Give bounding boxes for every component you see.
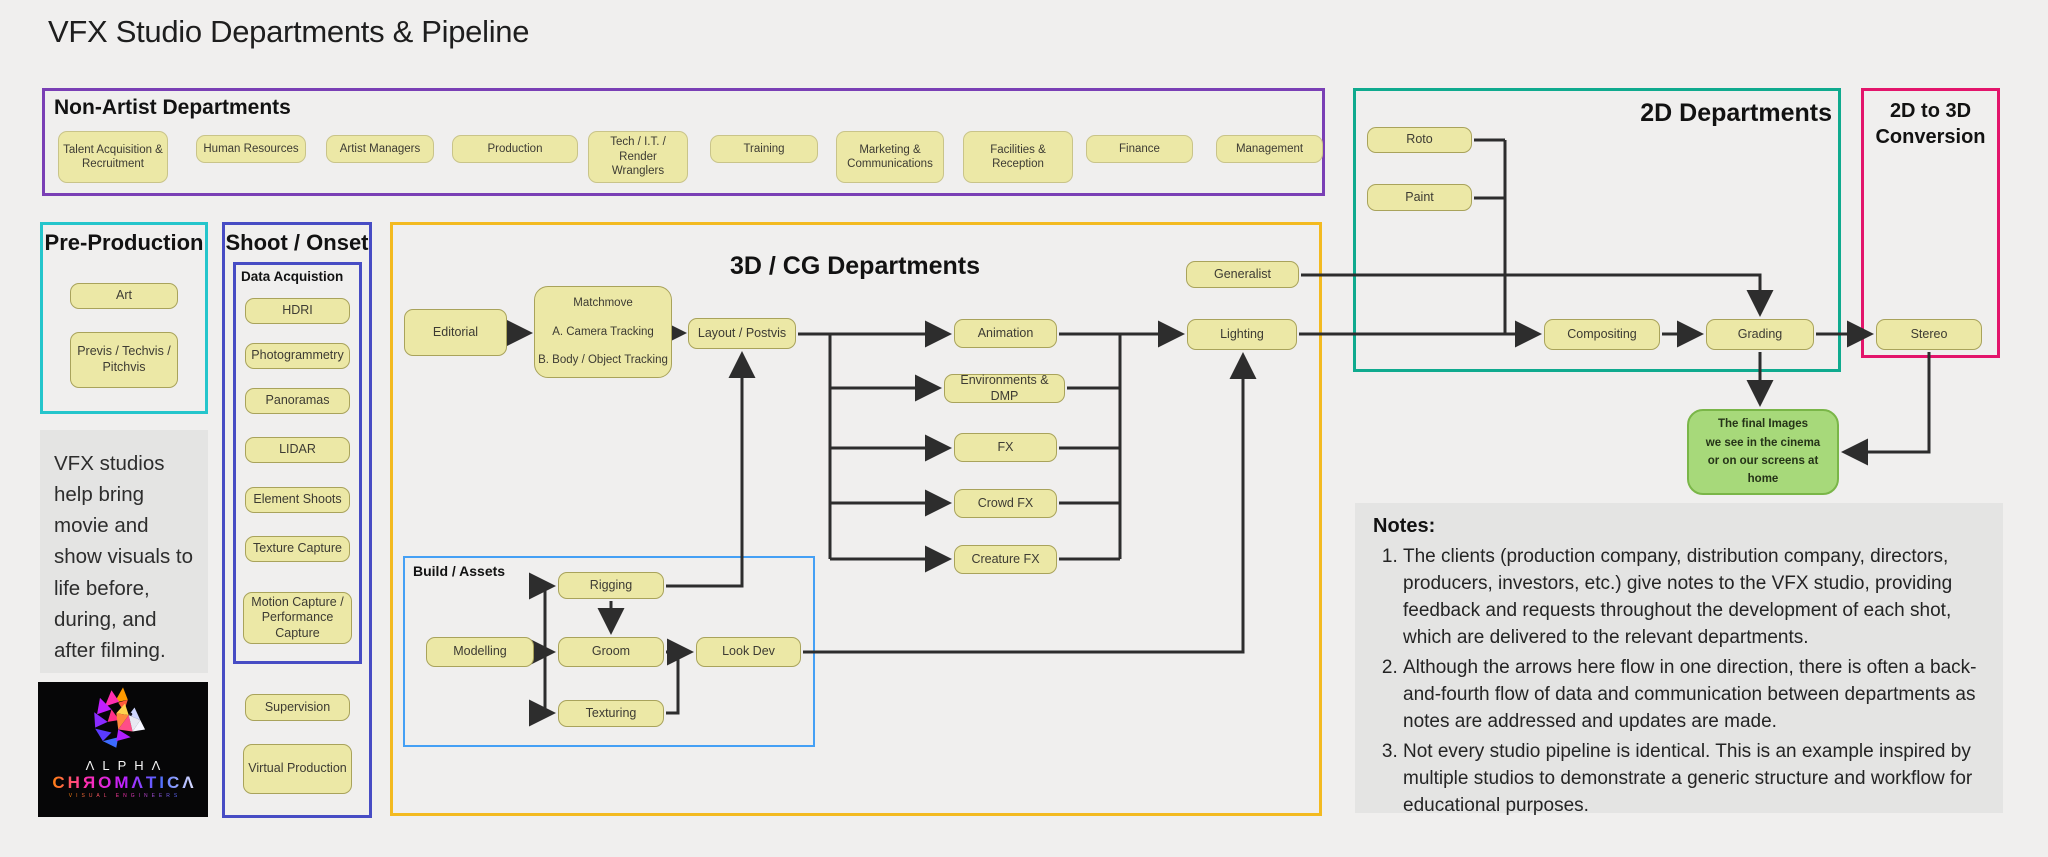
final-images-line3: or on our screens at home — [1707, 455, 1819, 486]
final-images-line2: we see in the cinema — [1705, 436, 1821, 449]
dept-2d-box — [1353, 88, 1841, 372]
node-roto: Roto — [1367, 127, 1472, 153]
dept-artist-managers: Artist Managers — [326, 135, 434, 163]
node-paint: Paint — [1367, 184, 1472, 211]
logo-alpha-text: ΛLPHΛ — [85, 758, 169, 773]
node-modelling: Modelling — [426, 637, 534, 667]
node-environments-dmp: Environments & DMP — [944, 373, 1065, 403]
node-generalist: Generalist — [1186, 261, 1299, 288]
dept-talent-acquisition: Talent Acquisition & Recruitment — [58, 131, 168, 183]
conv-2d3d-title-line1: 2D to 3D — [1889, 100, 1972, 122]
node-lidar: LIDAR — [245, 437, 350, 463]
note-item-2: Although the arrows here flow in one dir… — [1403, 655, 1985, 736]
node-supervision: Supervision — [245, 694, 350, 721]
pre-production-box — [40, 222, 208, 414]
node-animation: Animation — [954, 319, 1057, 348]
node-hdri: HDRI — [245, 298, 350, 324]
node-lighting: Lighting — [1187, 319, 1297, 350]
node-crowd-fx: Crowd FX — [954, 489, 1057, 518]
non-artist-departments-box — [42, 88, 1325, 196]
node-panoramas: Panoramas — [245, 388, 350, 414]
node-rigging: Rigging — [558, 572, 664, 599]
dept-marketing: Marketing & Communications — [836, 131, 944, 183]
cg-3d-departments-title: 3D / CG Departments — [729, 252, 981, 280]
matchmove-camera-tracking: A. Camera Tracking — [552, 325, 654, 338]
matchmove-title: Matchmove — [573, 297, 633, 310]
node-photogrammetry: Photogrammetry — [245, 343, 350, 369]
dept-production: Production — [452, 135, 578, 163]
cg-3d-departments-box — [390, 222, 1322, 816]
intro-text: VFX studios help bring movie and show vi… — [40, 430, 208, 673]
logo-chromatica-text: CHЯOMΛTICΛ — [49, 773, 196, 793]
final-images-line1: The final Images — [1717, 418, 1809, 431]
non-artist-departments-title: Non-Artist Departments — [54, 96, 291, 119]
dept-human-resources: Human Resources — [196, 135, 306, 163]
node-fx: FX — [954, 433, 1057, 462]
node-look-dev: Look Dev — [696, 637, 801, 667]
node-virtual-production: Virtual Production — [243, 744, 352, 794]
node-element-shoots: Element Shoots — [245, 487, 350, 513]
dept-training: Training — [710, 135, 818, 163]
notes-list: The clients (production company, distrib… — [1373, 544, 1985, 820]
dept-tech-it-render: Tech / I.T. / Render Wranglers — [588, 131, 688, 183]
node-motion-capture: Motion Capture / Performance Capture — [243, 592, 352, 644]
page-title: VFX Studio Departments & Pipeline — [48, 14, 530, 49]
conv-2d3d-box — [1861, 88, 2000, 358]
conv-2d3d-title-line2: Conversion — [1875, 126, 1986, 148]
shoot-onset-title: Shoot / Onset — [225, 230, 369, 255]
node-previs: Previs / Techvis / Pitchvis — [70, 332, 178, 388]
node-stereo: Stereo — [1876, 319, 1982, 350]
dept-management: Management — [1216, 135, 1323, 163]
node-compositing: Compositing — [1544, 319, 1660, 350]
node-editorial: Editorial — [404, 309, 507, 356]
node-layout-postvis: Layout / Postvis — [688, 318, 796, 349]
node-creature-fx: Creature FX — [954, 545, 1057, 574]
node-texturing: Texturing — [558, 700, 664, 727]
node-art: Art — [70, 283, 178, 309]
note-item-1: The clients (production company, distrib… — [1403, 544, 1985, 652]
dept-finance: Finance — [1086, 135, 1193, 163]
data-acquisition-box — [233, 262, 362, 664]
notes-title: Notes: — [1373, 515, 1436, 537]
final-images-box: The final Images we see in the cinema or… — [1687, 409, 1839, 495]
dept-facilities: Facilities & Reception — [963, 131, 1073, 183]
node-matchmove: Matchmove A. Camera Tracking B. Body / O… — [534, 286, 672, 378]
studio-logo: ΛLPHΛ CHЯOMΛTICΛ VISUAL ENGINEERS — [38, 682, 208, 817]
shoot-onset-box — [222, 222, 372, 818]
pre-production-title: Pre-Production — [44, 230, 204, 255]
note-item-3: Not every studio pipeline is identical. … — [1403, 739, 1985, 820]
notes-panel: Notes: The clients (production company, … — [1355, 503, 2003, 816]
logo-tagline-text: VISUAL ENGINEERS — [65, 793, 181, 799]
conv-2d3d-title: 2D to 3D Conversion — [1861, 98, 2000, 150]
node-groom: Groom — [558, 637, 664, 667]
lion-logo-icon — [94, 687, 146, 748]
data-acquisition-title: Data Acquistion — [241, 269, 344, 284]
build-assets-title: Build / Assets — [413, 563, 506, 579]
dept-2d-title: 2D Departments — [1640, 99, 1832, 127]
node-texture-capture: Texture Capture — [245, 536, 350, 562]
matchmove-body-tracking: B. Body / Object Tracking — [538, 354, 668, 367]
node-grading: Grading — [1706, 319, 1814, 350]
